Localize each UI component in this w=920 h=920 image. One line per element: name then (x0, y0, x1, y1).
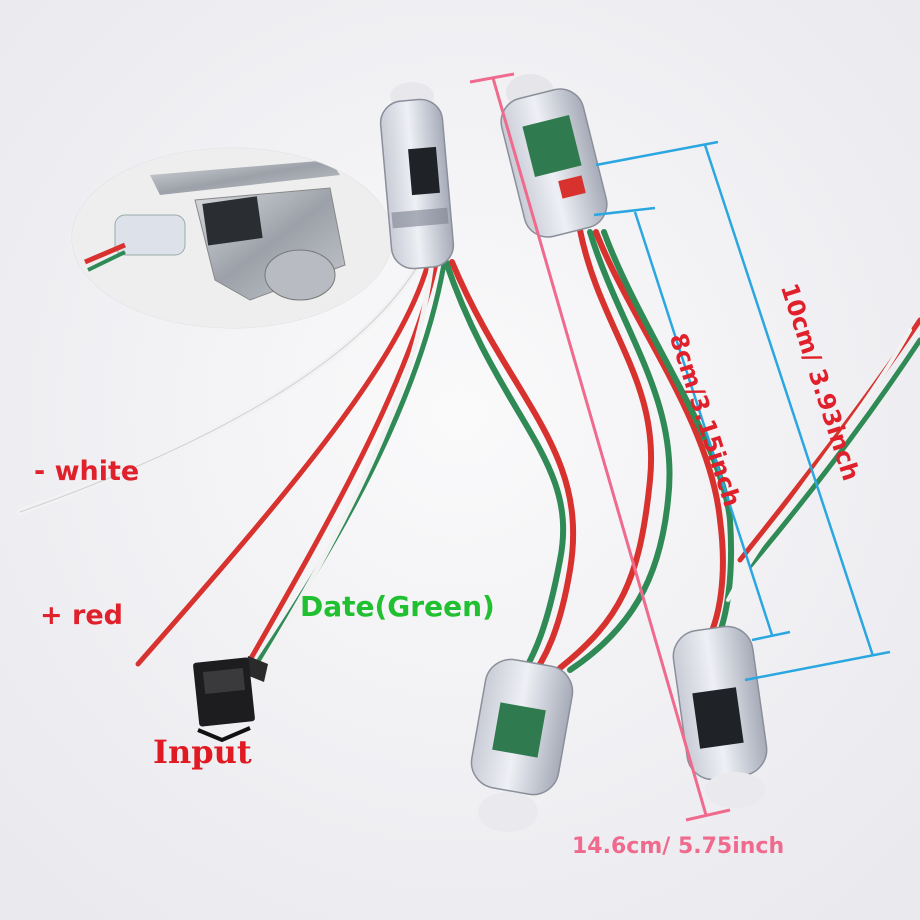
ground-wire-label: - white (34, 456, 140, 487)
led-pixel-module (470, 658, 574, 832)
module-length-measure-line (593, 206, 791, 642)
caliper-inset-photo (71, 147, 393, 329)
input-connector-label: Input (153, 733, 252, 771)
wire-bundle (17, 227, 920, 685)
led-pixel-module (672, 625, 768, 808)
power-wire-label: + red (40, 600, 123, 631)
total-length-label: 14.6cm/ 5.75inch (572, 834, 785, 859)
jst-connector (193, 656, 268, 743)
total-length-measure-line (469, 72, 731, 822)
segment-length-measure-line (595, 140, 891, 682)
data-wire-label: Date(Green) (300, 590, 495, 623)
led-pixel-module (379, 82, 455, 270)
